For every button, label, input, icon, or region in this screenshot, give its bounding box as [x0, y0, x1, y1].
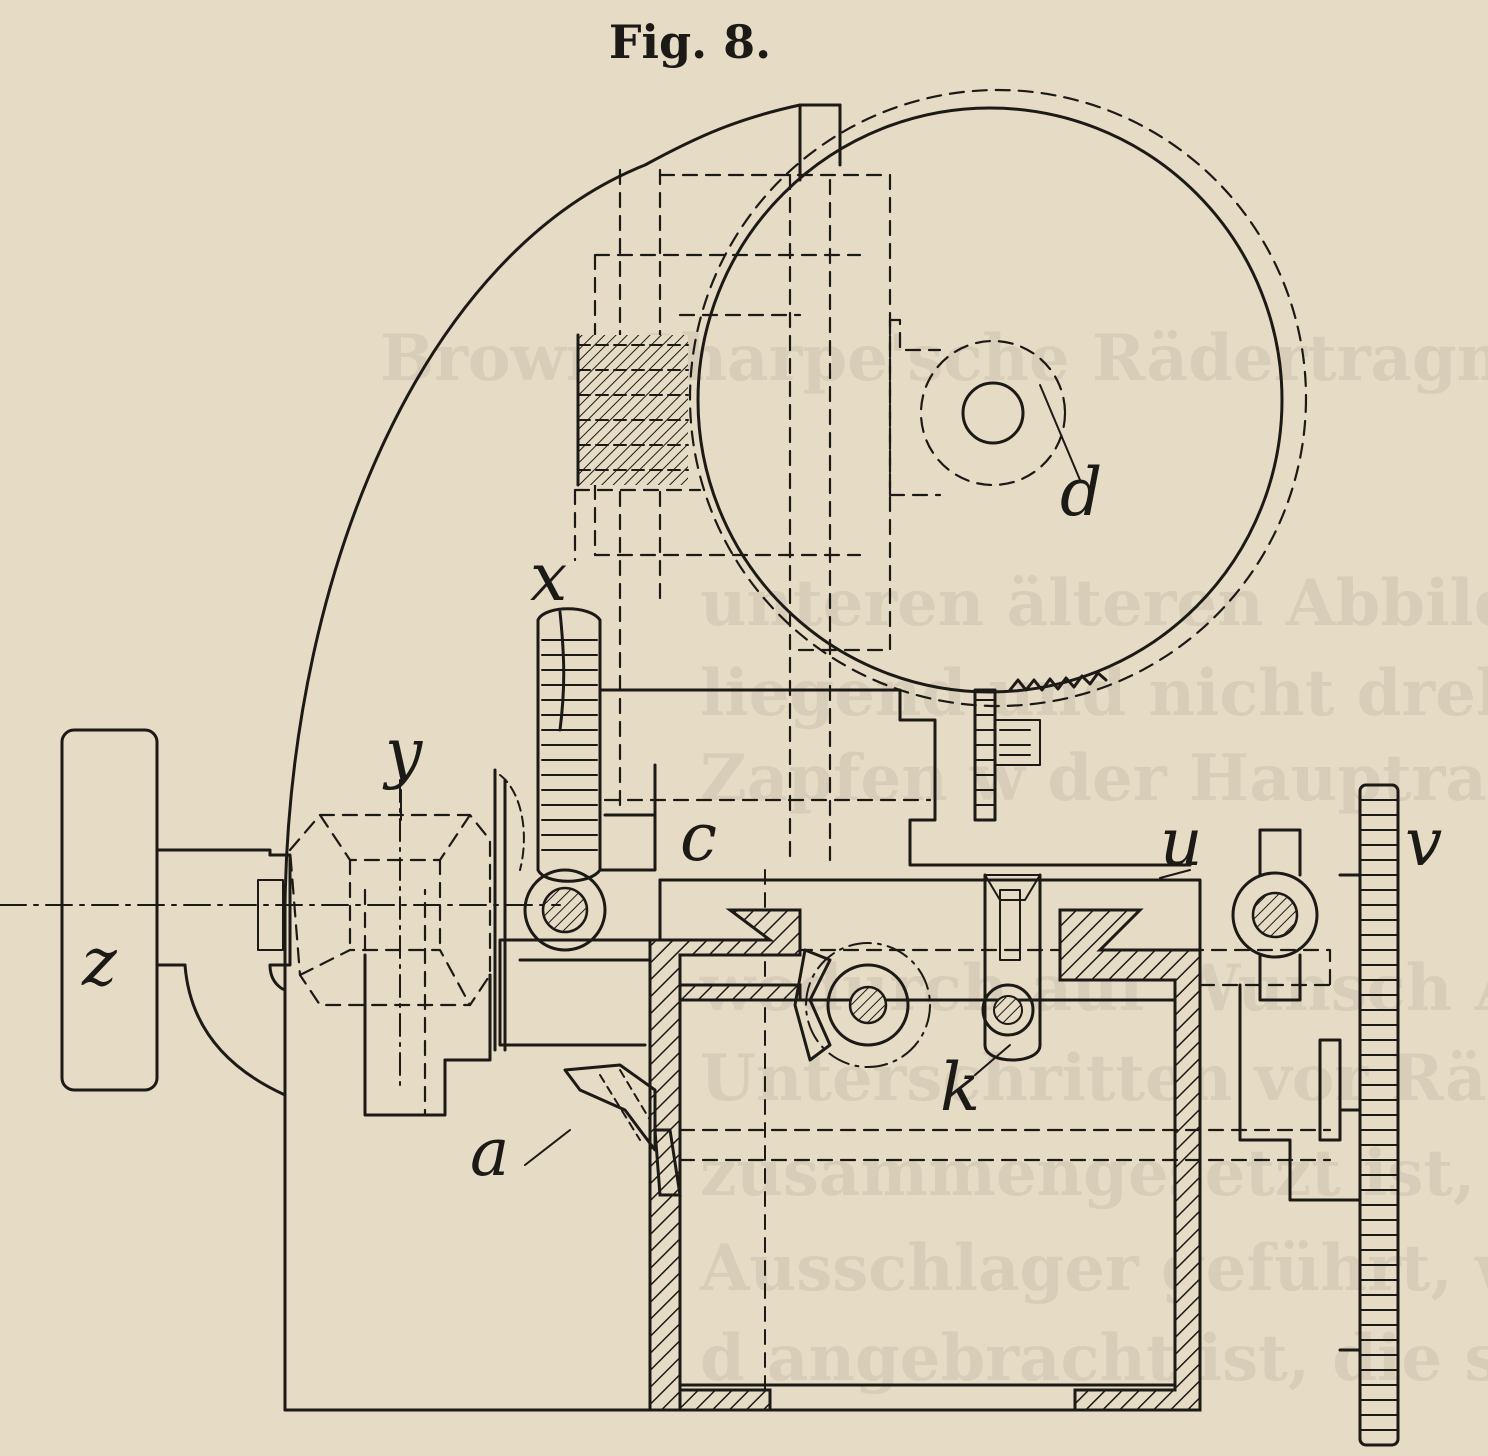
handwheel-z	[0, 728, 561, 1097]
bleed-line-2: unteren älteren Abbildungen sind diese W	[700, 566, 1488, 641]
gear-outer-hidden	[688, 88, 1308, 708]
carriage	[498, 688, 1332, 1047]
bed-right-section	[1058, 908, 1202, 1412]
spur-gear-v	[1338, 783, 1400, 1447]
figure-title: Fig. 8.	[609, 15, 771, 69]
bleed-line-7: zusammengesetzt ist, die Tauchspindel	[700, 1136, 1488, 1211]
bleed-line-3: liegend und nicht drehbar, sondern e	[700, 656, 1488, 731]
large-gear-d	[688, 88, 1308, 708]
bearing-u	[678, 828, 1362, 1202]
worm-k	[793, 873, 1042, 1068]
hub-hidden	[919, 339, 1067, 487]
grooved-pulley-x	[536, 607, 602, 883]
label-u: u	[1160, 804, 1203, 881]
label-y: y	[382, 714, 423, 791]
bleed-line-8: Ausschlager geführt, welche an einem	[699, 1231, 1488, 1306]
label-d: d	[1060, 454, 1102, 531]
lower-guide-hidden	[573, 488, 702, 562]
cutter-spindle	[493, 768, 607, 1052]
bracket-hidden	[888, 318, 942, 497]
bleed-line-1: Brown Sharpe'sche Rädertragmaschine	[380, 321, 1488, 396]
gear-teeth-segment	[1008, 671, 1108, 692]
bed-bottom-left	[678, 1388, 772, 1412]
frame-curved-back	[283, 103, 842, 1412]
bleed-through-text: Brown Sharpe'sche Rädertragmaschine unte…	[380, 321, 1488, 1396]
leader-lines	[400, 384, 1191, 1166]
reference-letters: d x y c u v z k a	[81, 454, 1442, 1191]
bevel-housing-y	[288, 779, 492, 1117]
label-z: z	[81, 924, 118, 1001]
gear-pitch-circle	[696, 106, 1284, 694]
label-v: v	[1405, 804, 1442, 881]
handwheel-rim	[60, 728, 159, 1092]
gear-bore	[961, 381, 1025, 445]
bleed-line-6: Unterschritten vor Räderformen ge-	[700, 1041, 1488, 1116]
label-x: x	[530, 539, 567, 616]
bed-inner-top	[678, 983, 802, 1002]
carriage-top-edge	[598, 688, 1192, 867]
label-c: c	[680, 799, 717, 876]
pinion-gear	[973, 688, 1041, 822]
label-a: a	[470, 1114, 509, 1191]
bleed-line-4: Zapfen w der Hauptrahme aufgelegt,	[700, 741, 1488, 816]
nut-block	[576, 333, 689, 487]
label-k: k	[940, 1049, 980, 1126]
cutter-a	[563, 1063, 682, 1197]
